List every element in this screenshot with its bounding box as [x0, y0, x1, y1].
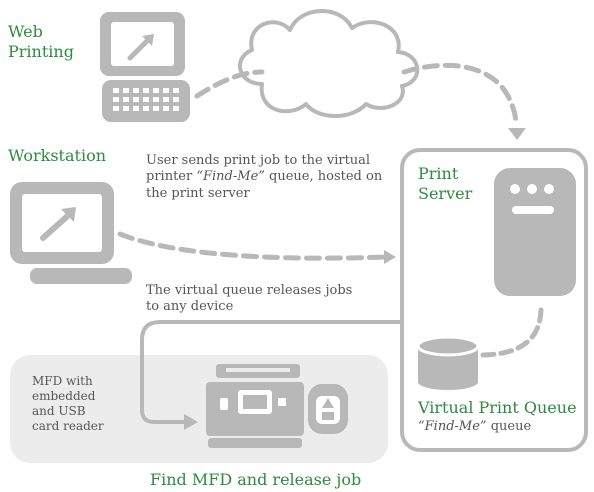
find-me-italic: “Find-Me” [418, 419, 487, 434]
workstation-text: Workstation [8, 146, 106, 165]
release-text-content: The virtual queue releases jobs to any d… [146, 283, 353, 315]
card-reader-icon [308, 384, 348, 434]
release-text: The virtual queue releases jobs to any d… [146, 283, 356, 316]
arrowhead-cloud-server [508, 128, 526, 140]
connector-cloud-server [401, 62, 519, 129]
virtual-print-queue-text: Virtual Print Queue [418, 398, 577, 417]
database-icon [416, 335, 480, 390]
connector-server-database [477, 307, 544, 358]
user-sends-text: User sends print job to the virtual prin… [146, 153, 391, 202]
find-me-suffix: queue [490, 419, 532, 434]
print-server-label: Print Server [418, 164, 478, 204]
virtual-print-queue-label: Virtual Print Queue [418, 398, 577, 418]
monitor-icon [10, 182, 132, 284]
find-mfd-label: Find MFD and release job [150, 470, 361, 490]
web-printing-text: Web Printing [8, 22, 74, 61]
mfd-description: MFD with embedded and USB card reader [32, 374, 104, 434]
user-sends-prefix: User sends print job to the virtual prin… [146, 153, 371, 185]
web-printing-label: Web Printing [8, 22, 88, 62]
cloud-icon [238, 9, 420, 118]
find-mfd-text: Find MFD and release job [150, 470, 362, 489]
mfd-printer-icon [206, 364, 304, 448]
workstation-label: Workstation [8, 146, 106, 166]
arrowhead-monitor-server [384, 250, 396, 264]
arrowhead-server-mfd [184, 414, 198, 430]
user-sends-suffix: queue, hosted on the print server [146, 169, 383, 201]
connector-monitor-server [117, 231, 389, 261]
mfd-description-text: MFD with embedded and USB card reader [32, 374, 104, 433]
laptop-icon [100, 12, 190, 122]
print-server-text: Print Server [418, 164, 473, 203]
user-sends-italic: “Find-Me” [196, 169, 265, 185]
find-me-queue-label: “Find-Me” queue [418, 419, 531, 435]
server-icon [494, 168, 576, 296]
connector-laptop-cloud [194, 69, 265, 99]
print-server-box [400, 148, 588, 452]
connector-server-mfd [140, 320, 402, 424]
